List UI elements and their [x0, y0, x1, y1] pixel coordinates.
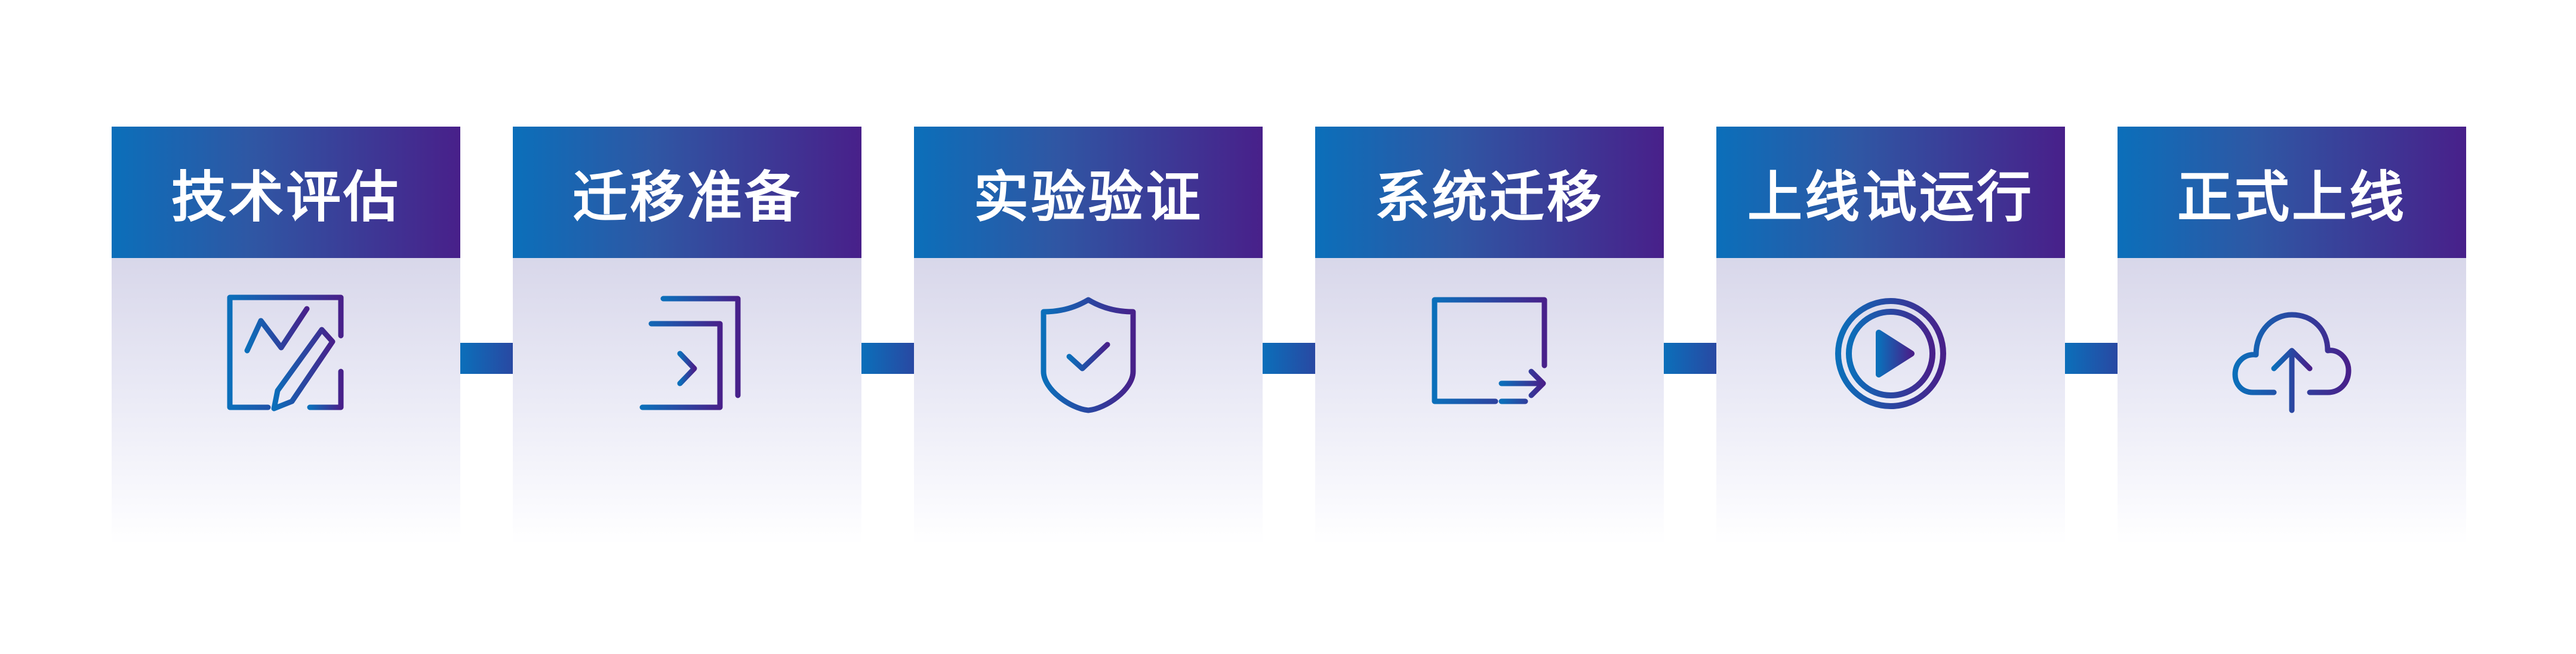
shield-check-icon	[1041, 297, 1136, 413]
step-trial-run: 上线试运行	[1716, 127, 2065, 545]
step-system-migration: 系统迁移	[1315, 127, 1664, 545]
window-transfer-icon	[1432, 297, 1547, 404]
import-icon	[629, 296, 741, 410]
step-label: 迁移准备	[572, 165, 802, 229]
step-go-live: 正式上线	[2118, 127, 2466, 545]
step-migration-prep: 迁移准备	[513, 127, 861, 545]
play-circle-icon	[1835, 298, 1946, 409]
cloud-upload-icon	[2232, 312, 2352, 413]
step-technical-assessment: 技术评估	[112, 127, 460, 545]
chart-edit-icon	[227, 294, 344, 412]
step-label: 上线试运行	[1747, 165, 2034, 229]
step-label: 正式上线	[2177, 165, 2406, 229]
step-label: 实验验证	[973, 165, 1203, 229]
step-experiment-verification: 实验验证	[914, 127, 1263, 545]
step-label: 技术评估	[171, 165, 401, 229]
step-label: 系统迁移	[1374, 165, 1604, 229]
